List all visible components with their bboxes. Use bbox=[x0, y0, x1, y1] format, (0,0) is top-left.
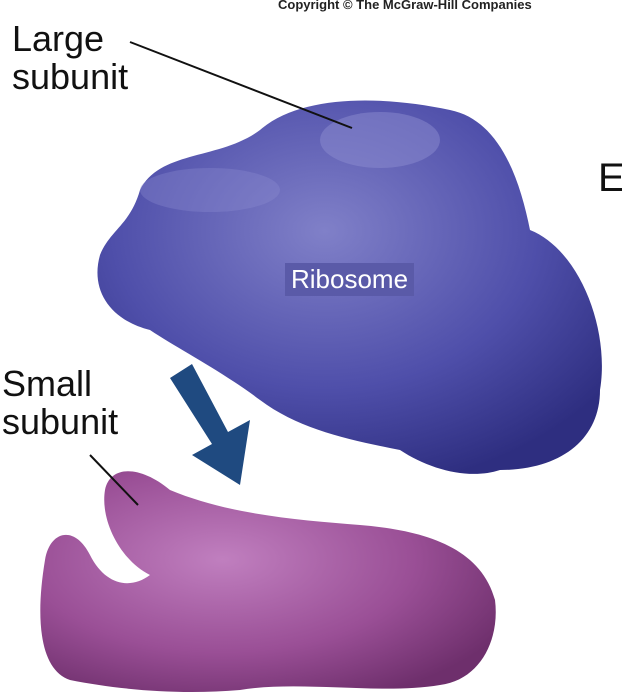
small-subunit-label-line2: subunit bbox=[2, 401, 119, 442]
cropped-letter: E bbox=[598, 156, 622, 200]
small-subunit-label: Small subunit bbox=[2, 365, 118, 441]
small-subunit-leader bbox=[89, 454, 139, 506]
large-subunit-leader bbox=[129, 41, 353, 129]
small-subunit-label-line1: Small bbox=[2, 363, 93, 404]
ribosome-label: Ribosome bbox=[285, 263, 415, 296]
copyright-notice: Copyright © The McGraw-Hill Companies bbox=[278, 0, 532, 12]
arrow-icon bbox=[170, 364, 250, 485]
large-subunit-label: Large subunit bbox=[12, 20, 128, 96]
large-subunit-label-line2: subunit bbox=[12, 56, 129, 97]
small-subunit-shape bbox=[40, 471, 496, 692]
large-subunit-label-line1: Large bbox=[12, 18, 105, 59]
